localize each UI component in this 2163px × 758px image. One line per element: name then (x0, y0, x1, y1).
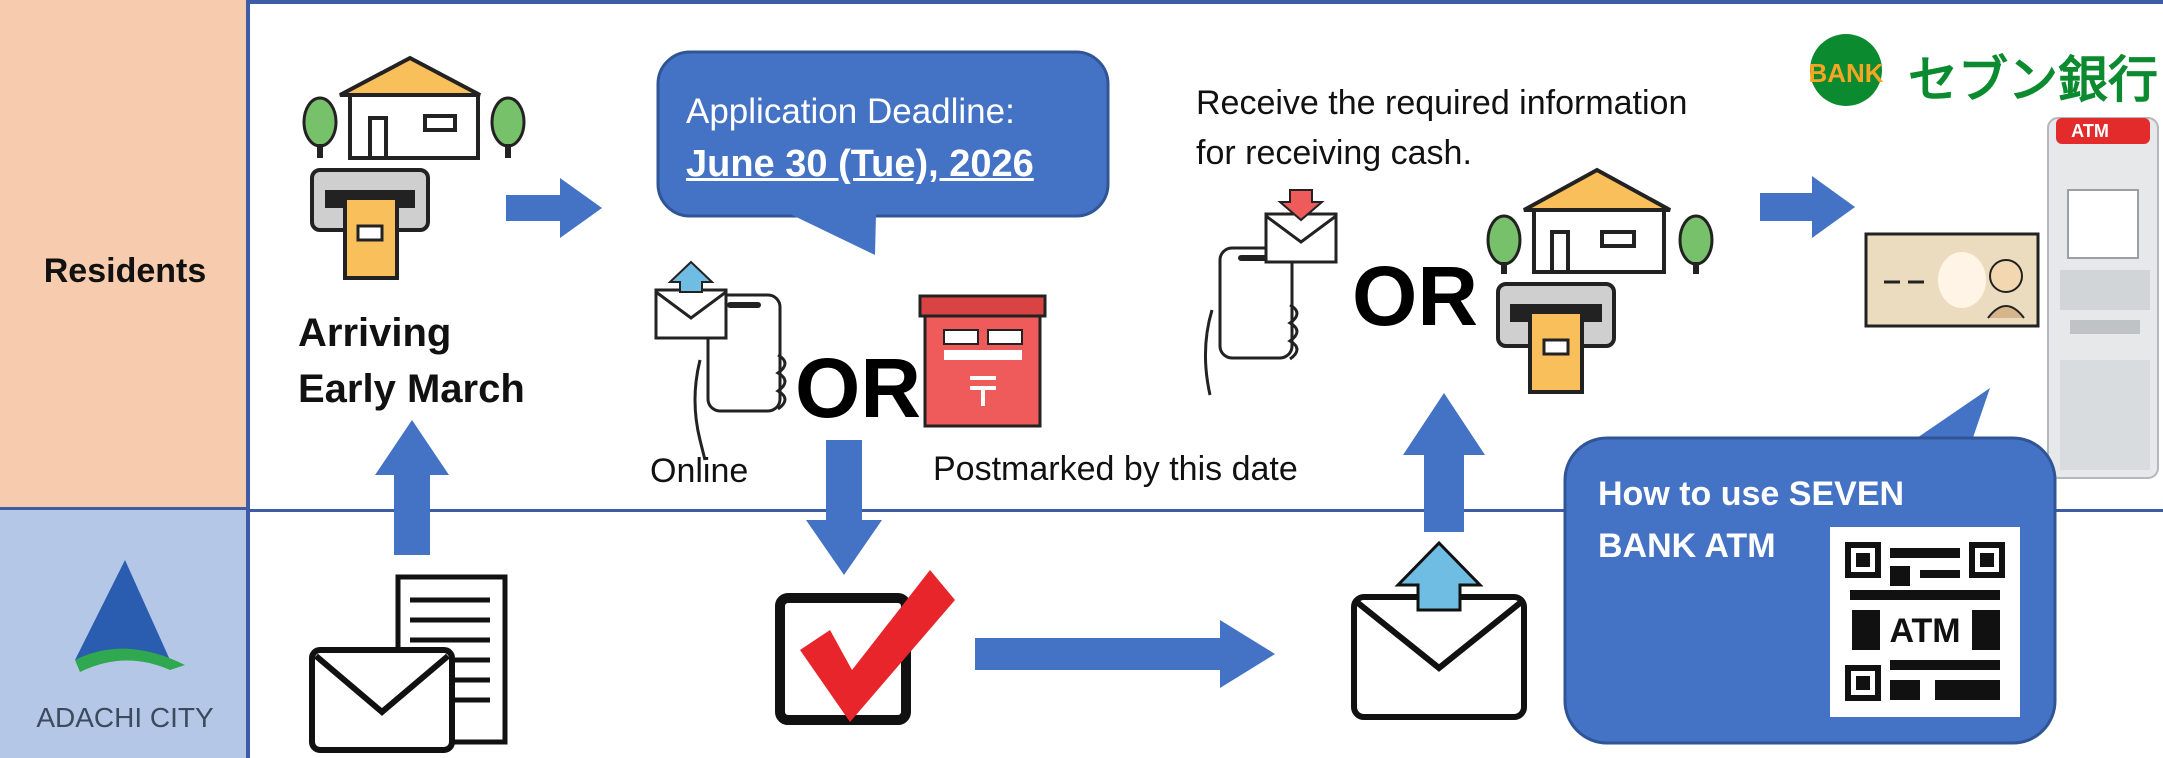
top-border (0, 0, 2163, 4)
or-label: OR (795, 341, 921, 435)
envelope-icon (309, 647, 455, 753)
post-box-icon (918, 294, 1047, 428)
atm-icon (2047, 117, 2159, 479)
flow-arrow (1760, 176, 1855, 238)
flow-arrow (506, 178, 602, 238)
city-lane-label: ADACHI CITY (36, 702, 214, 733)
online-label: Online (650, 452, 749, 490)
tree-icon (1486, 214, 1522, 274)
or-label: OR (1352, 249, 1478, 343)
send-mail-icon (1351, 540, 1527, 720)
deadline-text: Application Deadline: June 30 (Tue), 202… (686, 86, 1034, 190)
arriving-text: Arriving Early March (298, 305, 525, 417)
checkbox-icon (775, 570, 955, 725)
receive-line1: Receive the required information (1196, 84, 1688, 122)
banknote-icon (1864, 232, 2040, 328)
receive-line2: for receiving cash. (1196, 134, 1472, 172)
tree-icon (490, 96, 526, 158)
flow-arrow (806, 440, 882, 575)
qr-code-text: ATM (1889, 612, 1960, 650)
deadline-label: Application Deadline: (686, 92, 1015, 131)
tree-icon (1678, 214, 1714, 274)
qr-code-icon: ATM (1830, 527, 2020, 717)
smartphone-icon (1204, 246, 1299, 396)
deadline-bubble (656, 50, 1110, 255)
tree-icon (302, 96, 338, 158)
mailbox-icon (310, 168, 430, 280)
atm-help-line1: How to use SEVEN (1598, 475, 1905, 513)
deadline-date: June 30 (Tue), 2026 (686, 143, 1034, 185)
flow-arrow (375, 420, 449, 555)
bank-name: セブン銀行 (1908, 52, 2158, 108)
flow-arrow (975, 620, 1275, 688)
envelope-icon (654, 260, 728, 340)
atm-help-text: How to use SEVEN BANK ATM (1598, 468, 1904, 572)
flow-arrow (1403, 393, 1485, 532)
arriving-line1: Arriving (298, 311, 452, 355)
seven-bank-logo-icon: BANK ATM (1808, 34, 2109, 141)
atm-label: ATM (2071, 121, 2109, 141)
receive-info-text: Receive the required information for rec… (1196, 78, 1756, 178)
residents-lane-label: Residents (43, 252, 207, 290)
mailbox-icon (1496, 282, 1616, 394)
atm-help-line2: BANK ATM (1598, 527, 1776, 565)
arriving-line2: Early March (298, 367, 525, 411)
postmarked-label: Postmarked by this date (933, 450, 1298, 488)
envelope-icon (1264, 189, 1338, 264)
bank-badge-text: BANK (1808, 58, 1883, 88)
house-icon (1523, 167, 1671, 274)
adachi-logo-icon (75, 560, 185, 672)
house-icon (339, 55, 481, 160)
residents-lane (0, 0, 250, 510)
lane-divider (250, 509, 2163, 512)
